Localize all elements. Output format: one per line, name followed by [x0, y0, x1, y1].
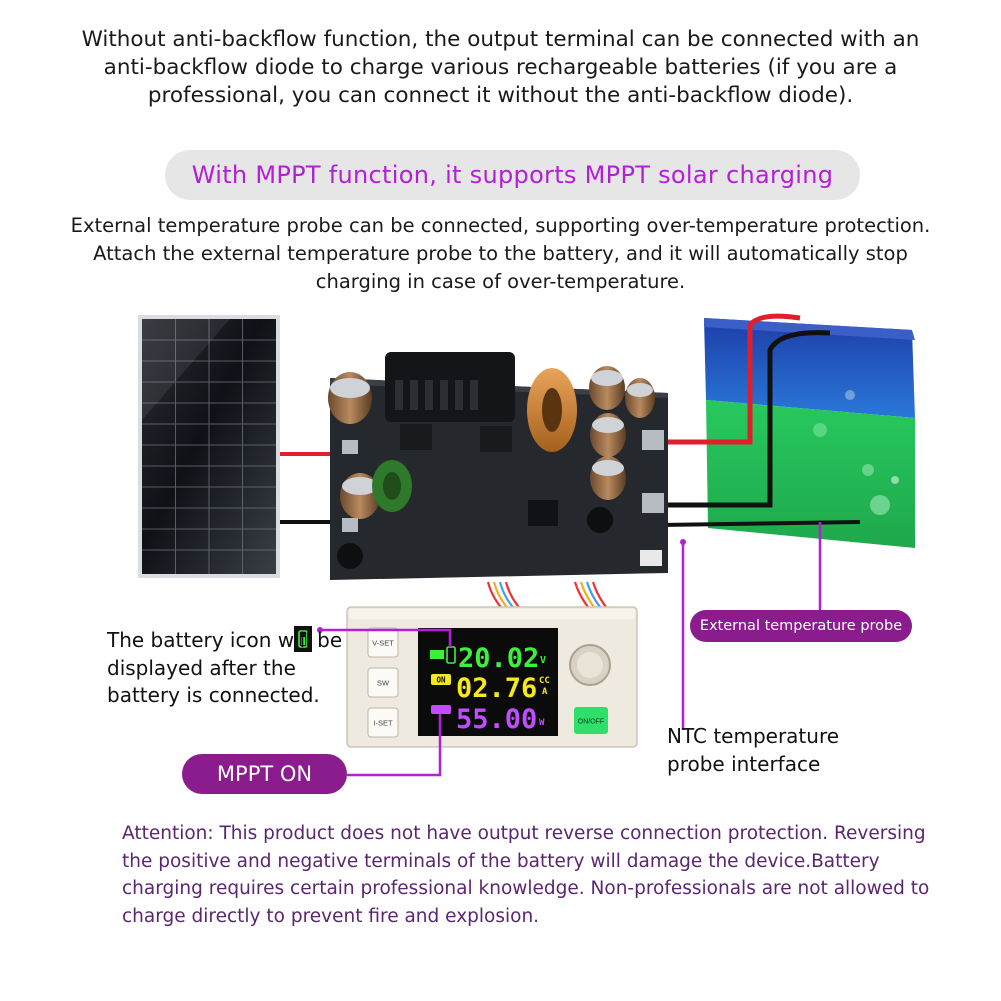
probe-description: External temperature probe can be connec…	[70, 214, 931, 293]
mppt-banner: With MPPT function, it supports MPPT sol…	[165, 150, 860, 200]
lcd-mode: CC	[539, 676, 550, 686]
attention-notice: Attention: This product does not have ou…	[122, 823, 930, 927]
lcd-mppt-badge	[431, 705, 451, 714]
lcd-voltage-unit: V	[540, 655, 546, 666]
solar-panel	[138, 315, 280, 578]
lcd-status-text: ON	[436, 676, 446, 685]
external-probe-tag: External temperature probe	[690, 610, 912, 642]
lcd-power: 55.00	[456, 704, 537, 735]
vset-button: V-SET	[372, 639, 394, 648]
battery	[704, 318, 915, 548]
lcd-voltage: 20.02	[458, 643, 539, 674]
ntc-interface-label: NTC temperature probe interface	[667, 724, 840, 776]
lcd-current-unit: A	[542, 687, 548, 697]
mppt-on-tag: MPPT ON	[182, 754, 347, 794]
sw-button: SW	[377, 679, 390, 688]
lcd-status-badge	[431, 674, 451, 685]
intro-text: Without anti-backflow function, the outp…	[81, 27, 920, 108]
iset-button: I-SET	[373, 719, 393, 728]
control-module: V-SET SW I-SET ON/OFF 20.02 V ON 02.76 C…	[346, 606, 638, 748]
battery-icon	[294, 626, 312, 652]
lcd-current: 02.76	[456, 673, 537, 704]
onoff-button: ON/OFF	[578, 719, 604, 726]
converter-board	[328, 352, 668, 580]
sound-icon	[430, 650, 444, 659]
battery-icon-label: The battery icon will be displayed after…	[107, 628, 343, 707]
lcd-power-unit: W	[539, 718, 545, 728]
